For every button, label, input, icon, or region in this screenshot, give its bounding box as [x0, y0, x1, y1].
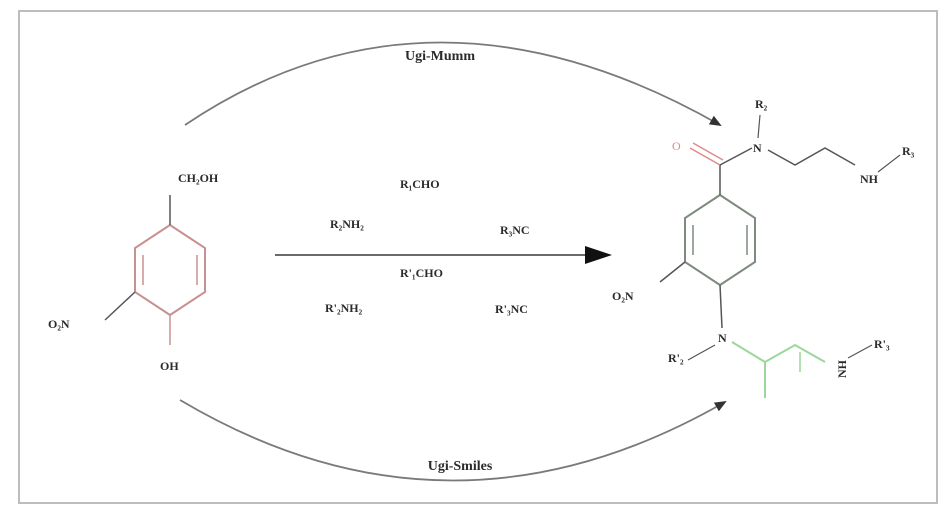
reagent-r1p-cho: R'₁CHO: [400, 266, 443, 280]
reactant-top-substituent: CH₂OH: [178, 171, 219, 185]
product-n-top: N: [753, 141, 762, 155]
reagent-r3p-nc: R'₃NC: [495, 302, 528, 316]
bottom-arc: [179, 399, 727, 482]
product-r2-bottom: R'₂: [668, 351, 684, 365]
product-molecule: O N R₂ NH R₃ O₂N N R'₂ NH R'₃: [612, 97, 915, 398]
bottom-label: Ugi-Smiles: [428, 459, 493, 474]
top-arc: [184, 41, 722, 126]
product-oxygen: O: [672, 139, 681, 153]
product-nh-bottom: NH: [835, 359, 849, 378]
reagent-r3-nc: R₃NC: [500, 223, 530, 237]
product-nh-top: NH: [860, 172, 879, 186]
reagents: R₁CHO R₂NH₂ R₃NC R'₁CHO R'₂NH₂ R'₃NC: [275, 177, 612, 316]
reactant-left-substituent: O₂N: [48, 317, 70, 331]
reactant-bottom-substituent: OH: [160, 359, 179, 373]
product-r3-bottom: R'₃: [874, 337, 890, 351]
reagent-r1-cho: R₁CHO: [400, 177, 440, 191]
product-r3-top: R₃: [902, 144, 915, 158]
reactant-molecule: CH₂OH O₂N OH: [48, 171, 219, 373]
reagent-r2p-nh2: R'₂NH₂: [325, 301, 363, 315]
green-chain: [731, 341, 826, 364]
product-r2-top: R₂: [755, 97, 768, 111]
diagram-frame: [18, 10, 938, 504]
product-ring: [684, 193, 756, 287]
reagent-r2-nh2: R₂NH₂: [330, 217, 364, 231]
reactant-ring: [134, 223, 206, 317]
reaction-arrowhead: [585, 246, 612, 264]
top-label: Ugi-Mumm: [405, 49, 475, 64]
product-no2: O₂N: [612, 289, 634, 303]
product-n-bottom: N: [718, 331, 727, 345]
